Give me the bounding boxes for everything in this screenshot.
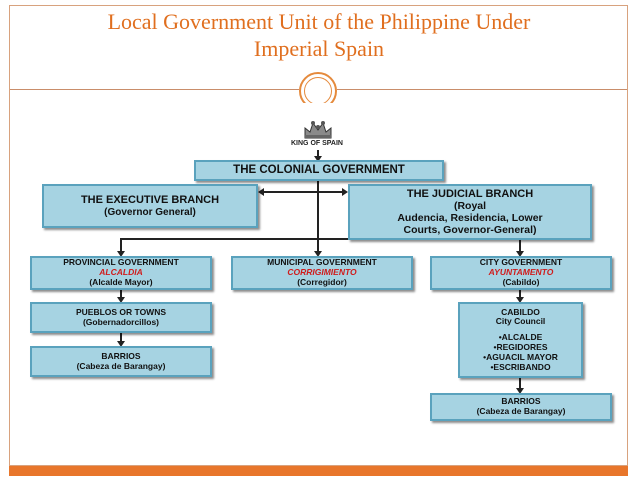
connector-provincial (120, 238, 122, 253)
connector-horizontal-lgu (120, 238, 520, 240)
municipal-government-corregidor: (Corregidor) (297, 276, 347, 287)
king-of-spain-label: KING OF SPAIN (291, 140, 343, 147)
barrios-left-title: BARRIOS (101, 350, 141, 361)
cabildo-item: •REGIDORES (493, 342, 548, 352)
arrow-pueblos (117, 297, 125, 303)
city-government-box: CITY GOVERNMENT AYUNTAMENTO (Cabildo) (430, 256, 612, 290)
arrow-executive (258, 188, 264, 196)
cabildo-item: •ESCRIBANDO (490, 361, 551, 372)
cabildo-subtitle: City Council (495, 316, 546, 327)
municipal-government-title: MUNICIPAL GOVERNMENT (267, 257, 377, 268)
provincial-government-title: PROVINCIAL GOVERNMENT (63, 257, 179, 268)
city-government-title: CITY GOVERNMENT (479, 257, 563, 268)
arrow-municipal (314, 251, 322, 257)
judicial-branch-box: THE JUDICIAL BRANCH (Royal Audencia, Res… (348, 184, 592, 240)
executive-branch-subtitle: (Governor General) (104, 206, 196, 218)
connector-colonial-municipal (317, 181, 319, 253)
pueblos-subtitle: (Gobernadorcillos) (82, 316, 160, 327)
arrow-barrios-right (516, 388, 524, 394)
barrios-left-box: BARRIOS (Cabeza de Barangay) (30, 346, 212, 377)
municipal-government-box: MUNICIPAL GOVERNMENT CORRIGIMIENTO (Corr… (231, 256, 413, 290)
arrow-barrios-left (117, 341, 125, 347)
slide-title-line-2: Imperial Spain (253, 36, 385, 61)
city-government-ayuntamento: AYUNTAMENTO (488, 267, 554, 278)
connector-cabildo-barrios (519, 378, 521, 390)
slide-title: Local Government Unit of the Philippine … (20, 8, 618, 62)
provincial-government-alcalde: (Alcalde Mayor) (89, 276, 153, 287)
judicial-branch-title: THE JUDICIAL BRANCH (406, 187, 534, 200)
footer-accent-band (9, 466, 628, 476)
arrow-judicial (342, 188, 348, 196)
colonial-government-box: THE COLONIAL GOVERNMENT (194, 160, 444, 181)
connector-city-cabildo (519, 290, 521, 299)
arrow-king-colonial (314, 156, 322, 162)
connector-city (519, 238, 521, 253)
executive-branch-title: THE EXECUTIVE BRANCH (80, 193, 220, 206)
barrios-left-subtitle: (Cabeza de Barangay) (76, 360, 166, 371)
executive-branch-box: THE EXECUTIVE BRANCH (Governor General) (42, 184, 258, 228)
judicial-branch-line-3: Audencia, Residencia, Lower (397, 212, 543, 225)
connector-pueblos-barrios (120, 333, 122, 343)
judicial-branch-line-4: Courts, Governor-General) (403, 224, 537, 237)
pueblos-title: PUEBLOS OR TOWNS (75, 306, 167, 317)
arrow-provincial (117, 251, 125, 257)
cabildo-title: CABILDO (501, 306, 540, 317)
divider-right (337, 89, 627, 90)
connector-king-colonial (317, 150, 319, 158)
connector-executive-judicial (264, 191, 344, 193)
municipal-government-corrigimiento: CORRIGIMIENTO (287, 267, 357, 278)
provincial-government-box: PROVINCIAL GOVERNMENT ALCALDIA (Alcalde … (30, 256, 212, 290)
cabildo-box: CABILDO City Council •ALCALDE •REGIDORES… (458, 302, 583, 378)
judicial-branch-line-2: (Royal (453, 200, 487, 213)
barrios-right-subtitle: (Cabeza de Barangay) (476, 406, 566, 416)
arrow-city (516, 251, 524, 257)
slide-title-line-1: Local Government Unit of the Philippine … (107, 9, 531, 34)
cabildo-item: •ALCALDE (498, 332, 543, 343)
crown-icon (304, 121, 332, 139)
connector-provincial-pueblos (120, 290, 122, 299)
divider-left (10, 89, 299, 90)
provincial-government-alcaldia: ALCALDIA (99, 267, 143, 278)
arrow-cabildo (516, 297, 524, 303)
slide-frame (9, 5, 628, 466)
barrios-right-title: BARRIOS (501, 396, 541, 407)
city-government-cabildo: (Cabildo) (502, 276, 540, 287)
pueblos-box: PUEBLOS OR TOWNS (Gobernadorcillos) (30, 302, 212, 333)
barrios-right-box: BARRIOS (Cabeza de Barangay) (430, 393, 612, 421)
cabildo-item: •AGUACIL MAYOR (483, 351, 558, 362)
colonial-government-label: THE COLONIAL GOVERNMENT (233, 163, 405, 176)
